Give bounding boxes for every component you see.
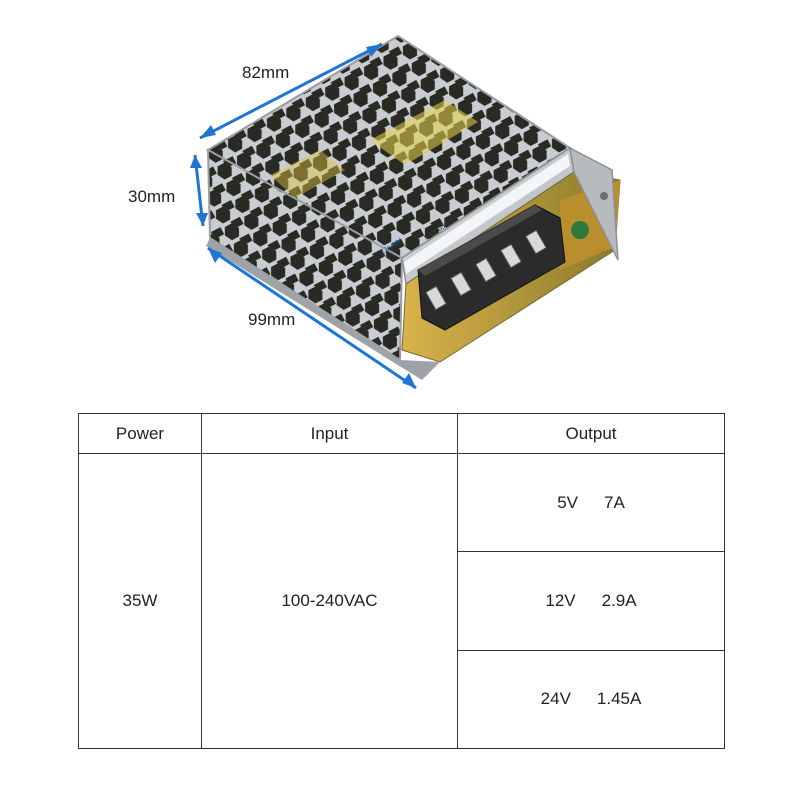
output-current: 2.9A [601,591,637,611]
power-supply-image: ZJIVNV LRS-35-24 [190,34,621,390]
table-row: 24V 1.45A [79,649,725,750]
table-row: 12V 2.9A [79,551,725,651]
input-value: 100-240VAC [201,453,458,749]
header-output: Output [457,412,725,455]
end-plate [569,146,619,261]
depth-dimension-label: 99mm [248,310,296,329]
output-voltage: 24V [540,689,571,709]
header-power: Power [78,412,202,455]
product-illustration: ZJIVNV LRS-35-24 [128,34,621,390]
output-current: 7A [604,492,625,512]
output-cell: 24V 1.45A [457,649,725,750]
output-cell: 12V 2.9A [457,551,725,651]
output-voltage: 5V [557,492,578,512]
table-header-row: Power Input Output [78,412,725,455]
table-row: 35W 100-240VAC 5V 7A [78,453,725,749]
output-voltage: 12V [545,591,576,611]
header-input: Input [201,412,458,455]
spec-table: Power Input Output 35W 100-240VAC 5V 7A 1… [78,412,725,750]
width-dimension-label: 82mm [242,63,290,82]
height-dimension-label: 30mm [128,187,176,206]
label-strip [404,154,570,274]
dimension-arrows [190,42,417,390]
output-current: 1.45A [596,689,642,709]
output-cell: 5V 7A [457,453,725,553]
power-value: 35W [78,453,202,749]
